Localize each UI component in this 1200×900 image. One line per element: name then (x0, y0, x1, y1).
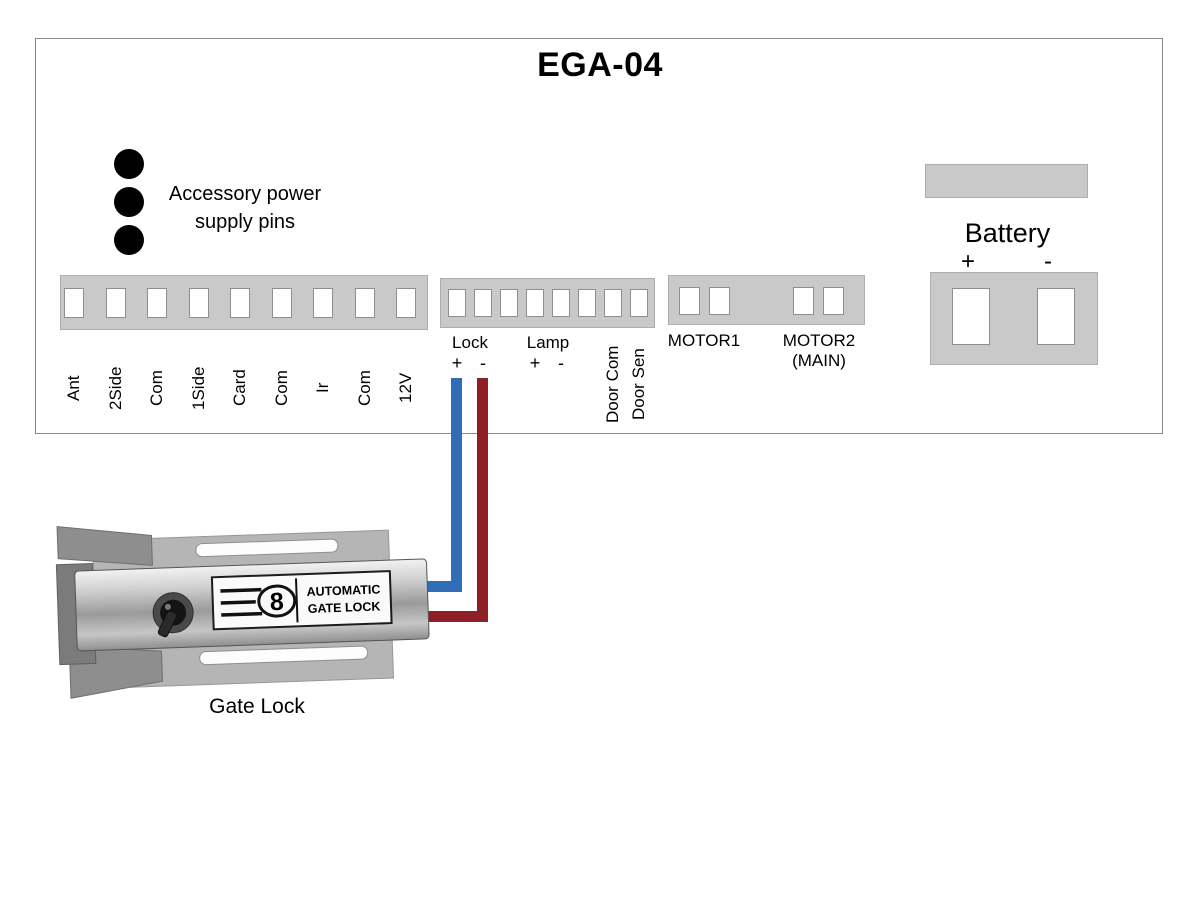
terminal-slot (355, 288, 375, 318)
accessory-pin-icon (114, 225, 144, 255)
terminal-slot-motor1 (679, 287, 700, 315)
label-2side: 2Side (106, 366, 125, 410)
terminal-slot (313, 288, 333, 318)
wire-lock-positive-horizontal (424, 581, 462, 592)
lock-backplate-slot-top (195, 538, 339, 558)
terminal-slot-lock-plus (448, 289, 466, 317)
gate-lock-illustration: 8 AUTOMATIC GATE LOCK (55, 526, 430, 699)
terminal-slot-motor2 (823, 287, 844, 315)
terminal-slot (578, 289, 596, 317)
label-lamp: Lamp (526, 333, 570, 352)
lock-label-text-line1: AUTOMATIC (306, 582, 380, 599)
lock-logo-line (220, 600, 256, 605)
label-com-3: Com (355, 370, 374, 406)
lock-bracket-top (56, 526, 153, 566)
lock-label-divider (294, 578, 299, 623)
terminal-slot (64, 288, 84, 318)
terminal-strip-lock-lamp (440, 278, 655, 328)
label-com-1: Com (147, 370, 166, 406)
terminal-slot-lamp-minus (552, 289, 570, 317)
wire-lock-negative-horizontal (415, 611, 488, 622)
label-ant: Ant (64, 375, 83, 401)
lock-logo-line (220, 587, 262, 593)
gate-lock-caption: Gate Lock (209, 695, 305, 718)
label-com-2: Com (272, 370, 291, 406)
accessory-pin-icon (114, 187, 144, 217)
accessory-pins-note: Accessory power supply pins (150, 180, 340, 236)
terminal-slot-door-sen (630, 289, 648, 317)
battery-connector-bar (925, 164, 1088, 198)
label-motor2: MOTOR2 (782, 331, 856, 350)
battery-label: Battery (964, 218, 1051, 248)
lock-logo-ring (257, 584, 297, 618)
label-12v: 12V (396, 372, 415, 404)
label-lock-minus: - (480, 353, 486, 373)
terminal-slot (230, 288, 250, 318)
terminal-slot (189, 288, 209, 318)
battery-slot-minus (1037, 288, 1075, 345)
lock-label-text-line2: GATE LOCK (307, 599, 380, 616)
lock-logo-line (221, 611, 263, 617)
accessory-pins-note-line1: Accessory power (168, 183, 322, 205)
label-ir: Ir (313, 382, 332, 394)
terminal-slot (147, 288, 167, 318)
terminal-slot-lock-minus (474, 289, 492, 317)
terminal-slot (106, 288, 126, 318)
board-title: EGA-04 (537, 46, 663, 84)
terminal-slot (500, 289, 518, 317)
lock-backplate-slot-bottom (199, 645, 369, 666)
label-card: Card (230, 369, 249, 407)
label-motor2-main: (MAIN) (792, 351, 846, 370)
wire-lock-negative-vertical (477, 378, 488, 622)
label-lamp-plus: + (529, 353, 541, 373)
lock-logo-digit: 8 (269, 588, 284, 616)
label-lock: Lock (452, 333, 488, 352)
terminal-slot-lamp-plus (526, 289, 544, 317)
label-1side: 1Side (189, 366, 208, 410)
accessory-pins-note-line2: supply pins (194, 211, 296, 233)
label-lock-plus: + (451, 353, 463, 373)
label-motor1: MOTOR1 (667, 331, 741, 350)
label-lamp-minus: - (558, 353, 564, 373)
terminal-slot-motor2 (793, 287, 814, 315)
terminal-slot (396, 288, 416, 318)
battery-slot-plus (952, 288, 990, 345)
terminal-slot-door-com (604, 289, 622, 317)
terminal-slot-motor1 (709, 287, 730, 315)
battery-minus: - (1044, 248, 1052, 275)
label-door-sen: Door Sen (629, 348, 648, 420)
control-board-outline (35, 38, 1163, 434)
accessory-pin-icon (114, 149, 144, 179)
label-door-com: Door Com (603, 345, 622, 423)
terminal-slot (272, 288, 292, 318)
keyhole-highlight (164, 603, 171, 610)
battery-plus: + (960, 248, 975, 275)
key-icon (157, 610, 178, 638)
wire-lock-positive-vertical (451, 378, 462, 592)
